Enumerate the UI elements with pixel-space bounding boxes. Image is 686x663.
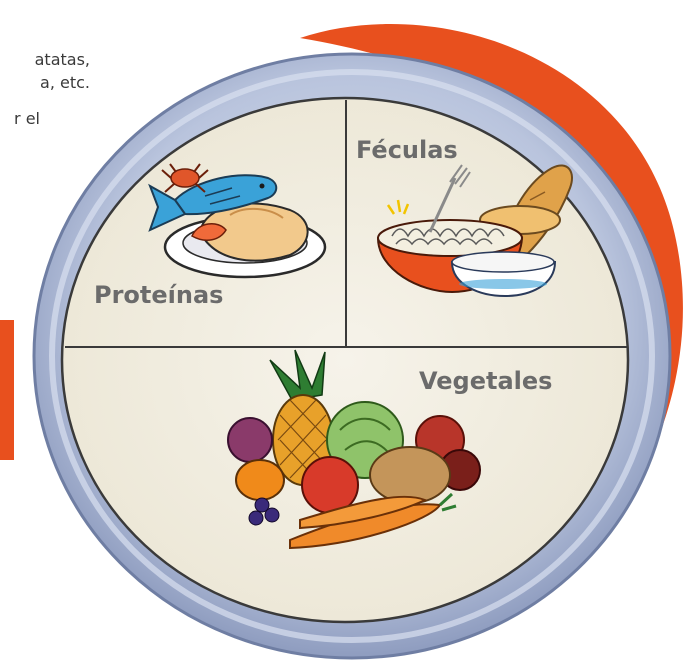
section-label-feculas: Féculas <box>356 136 458 164</box>
section-label-vegetales: Vegetales <box>419 367 552 395</box>
section-label-proteinas: Proteínas <box>94 281 223 309</box>
